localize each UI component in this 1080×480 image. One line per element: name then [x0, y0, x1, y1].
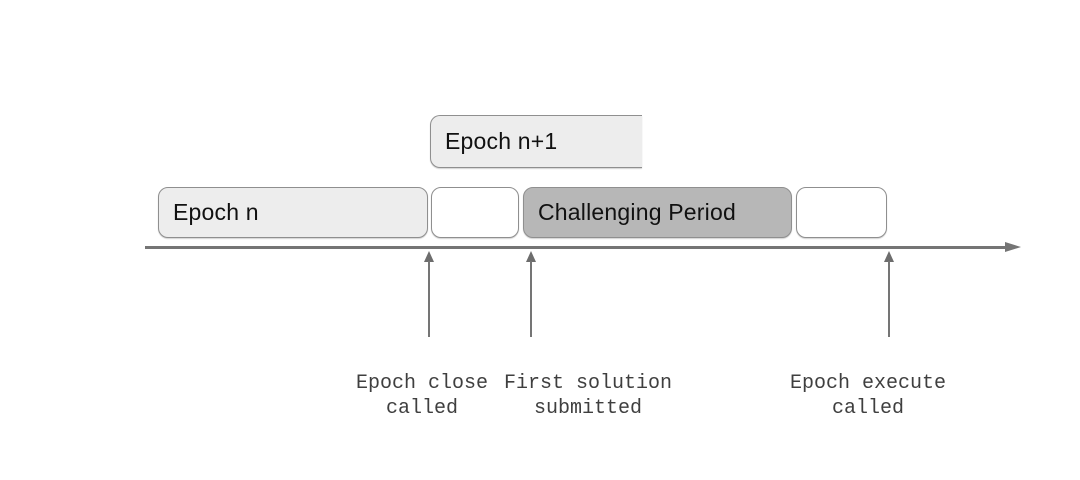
event-label-epoch-execute: Epoch execute called: [789, 372, 947, 420]
event-label-first-solution: First solution submitted: [503, 372, 673, 420]
epoch-n-box: Epoch n: [158, 187, 428, 238]
gap-box-after-challenging-period: [796, 187, 887, 238]
epoch-n-plus-1-label: Epoch n+1: [445, 128, 558, 154]
time-axis-arrowhead-icon: [1005, 242, 1021, 252]
challenging-period-label: Challenging Period: [538, 199, 736, 225]
gap-box-after-epoch-n: [431, 187, 519, 238]
challenging-period-box: Challenging Period: [523, 187, 792, 238]
event-label-epoch-close: Epoch close called: [355, 372, 489, 420]
epoch-n-plus-1-box: Epoch n+1: [430, 115, 642, 168]
epoch-n-label: Epoch n: [173, 199, 259, 225]
time-axis-line: [145, 246, 1006, 249]
